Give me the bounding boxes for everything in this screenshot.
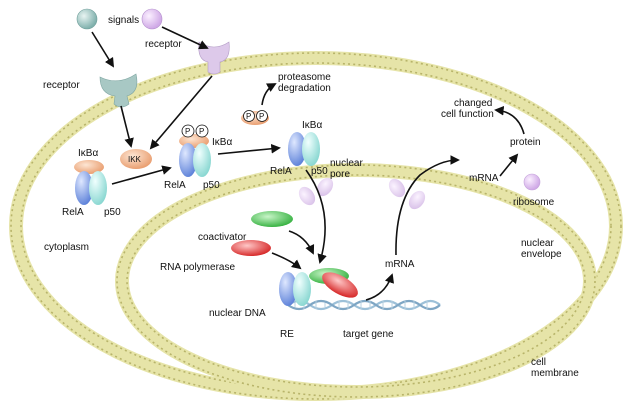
ikba-mid-label: IκBα: [212, 137, 232, 148]
arrow-coactivator-binding: [288, 230, 315, 255]
cytoplasm-label: cytoplasm: [44, 242, 89, 253]
changed-label: changed: [454, 98, 492, 109]
nfkb-complex-phosphorylated: [179, 124, 211, 177]
proteasome-label: proteasome: [278, 72, 331, 83]
signals-label: signals: [108, 15, 139, 26]
signal-molecule-violet: [141, 8, 163, 30]
transcription-complex: [279, 268, 358, 306]
target-gene-label: target gene: [343, 329, 394, 340]
receptor-top-label: receptor: [145, 39, 182, 50]
nfkb-complex-inactive: [74, 160, 107, 205]
nuclear-dna: [287, 299, 441, 311]
p50-left-label: p50: [104, 207, 121, 218]
phosphate-group: [181, 124, 195, 138]
arrow-into-nucleus: [305, 169, 327, 264]
phosphate-label: P: [199, 127, 204, 136]
nuclear-pore-label-2: pore: [330, 169, 350, 180]
rna-polymerase-label: RNA polymerase: [160, 262, 235, 273]
p50-right-label: p50: [311, 166, 328, 177]
protein-label: protein: [510, 137, 541, 148]
arrow-receptor-top-to-ikk: [149, 75, 213, 150]
arrow-transcription: [365, 273, 394, 301]
phosphate-label: P: [259, 112, 264, 121]
arrow-polymerase-binding: [271, 252, 302, 270]
nuclear-pore-right: [388, 178, 426, 210]
ribosome-label: ribosome: [513, 197, 555, 208]
cell-membrane-label-2: membrane: [531, 368, 579, 379]
arrow-translation: [499, 153, 519, 177]
cell-membrane: [9, 51, 623, 401]
phosphate-label: P: [246, 112, 251, 121]
rela-mid-label: RelA: [164, 180, 186, 191]
pathway-arrows: [91, 26, 525, 301]
nuclear-envelope: [115, 163, 597, 399]
nfkb-complex-active: [288, 132, 320, 166]
arrow-to-proteasome: [261, 83, 277, 106]
signal-molecule-teal: [76, 8, 98, 30]
rela-left-label: RelA: [62, 207, 84, 218]
ikba-degradation: [241, 110, 269, 125]
degradation-label: degradation: [278, 83, 331, 94]
receptor-left: [99, 73, 138, 108]
nuclear-pore-label: nuclear: [330, 158, 363, 169]
ikba-left-label: IκBα: [78, 148, 98, 159]
nuclear-pore-left: [298, 177, 334, 206]
mrna-cytoplasm-label: mRNA: [469, 173, 499, 184]
nuclear-envelope-label-2: envelope: [521, 249, 562, 260]
phosphate-label: P: [185, 127, 190, 136]
cell-membrane-label: cell: [531, 357, 546, 368]
ikba-right-label: IκBα: [302, 120, 322, 131]
phosphate-group: [195, 124, 209, 138]
arrow-to-release: [217, 143, 281, 155]
nuclear-envelope-label: nuclear: [521, 238, 554, 249]
ikk-complex: [120, 149, 152, 169]
nuclear-dna-label: nuclear DNA: [209, 308, 266, 319]
coactivator-protein: [251, 211, 293, 227]
arrow-to-function: [494, 105, 525, 135]
arrow-mrna-export: [395, 155, 460, 256]
receptor-left-label: receptor: [43, 80, 80, 91]
arrow-to-phosphorylation: [111, 165, 172, 185]
cell-function-label: cell function: [441, 109, 494, 120]
ribosome: [523, 173, 541, 191]
re-label: RE: [280, 329, 294, 340]
coactivator-label: coactivator: [198, 232, 247, 243]
rna-polymerase-protein: [231, 240, 271, 256]
arrow-signal-to-receptor-top: [161, 26, 209, 50]
arrow-signal-to-receptor-left: [91, 31, 115, 68]
mrna-nucleus-label: mRNA: [385, 259, 415, 270]
receptor-top: [198, 41, 230, 75]
p50-mid-label: p50: [203, 180, 220, 191]
rela-right-label: RelA: [270, 166, 292, 177]
ikk-label: IKK: [128, 155, 142, 164]
arrow-receptor-left-to-ikk: [120, 105, 134, 148]
